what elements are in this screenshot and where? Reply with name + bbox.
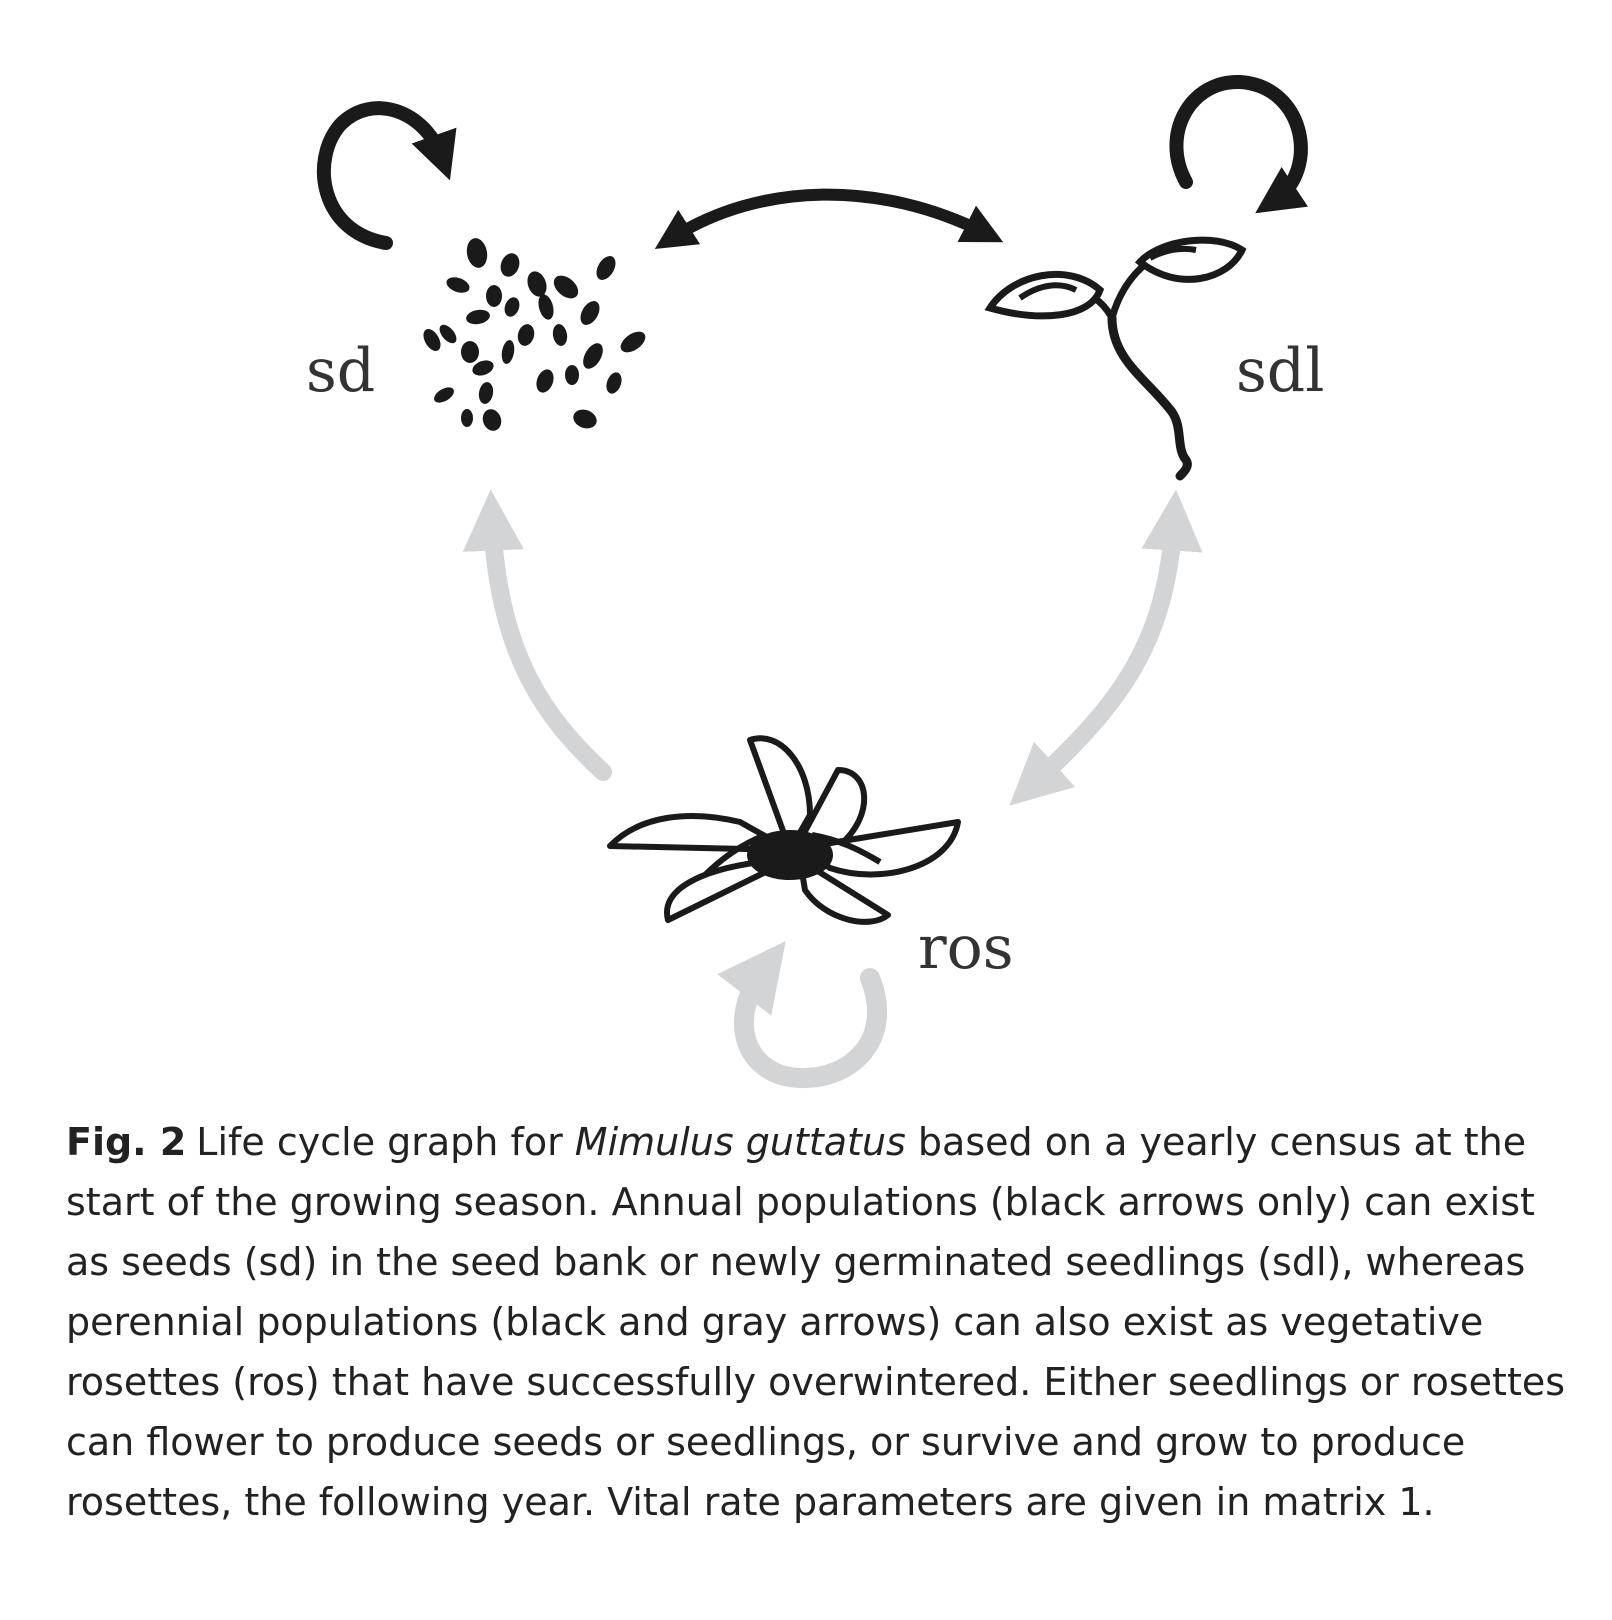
caption-text-before: Life cycle graph for bbox=[196, 1120, 575, 1164]
seeds-icon bbox=[423, 238, 646, 431]
arrow-ros-self-loop bbox=[717, 941, 888, 1089]
caption-text-after: based on a yearly census at the start of… bbox=[66, 1120, 1566, 1524]
node-label-sdl: sdl bbox=[1236, 336, 1324, 406]
figure-number: Fig. 2 bbox=[66, 1120, 187, 1164]
rosette-icon bbox=[607, 735, 961, 925]
caption-species-name: Mimulus guttatus bbox=[574, 1120, 906, 1164]
arrow-sdl-ros-bidirectional bbox=[1009, 489, 1203, 806]
arrow-sd-sdl-bidirectional bbox=[654, 188, 1004, 249]
arrow-sdl-self-loop bbox=[1169, 74, 1309, 214]
node-label-ros: ros bbox=[918, 913, 1014, 983]
seedling-icon bbox=[984, 236, 1247, 481]
arrow-ros-to-sd bbox=[462, 489, 612, 781]
arrow-sd-self-loop bbox=[316, 101, 457, 250]
life-cycle-diagram: sd sdl ros bbox=[306, 74, 1324, 1089]
node-label-sd: sd bbox=[306, 336, 375, 406]
